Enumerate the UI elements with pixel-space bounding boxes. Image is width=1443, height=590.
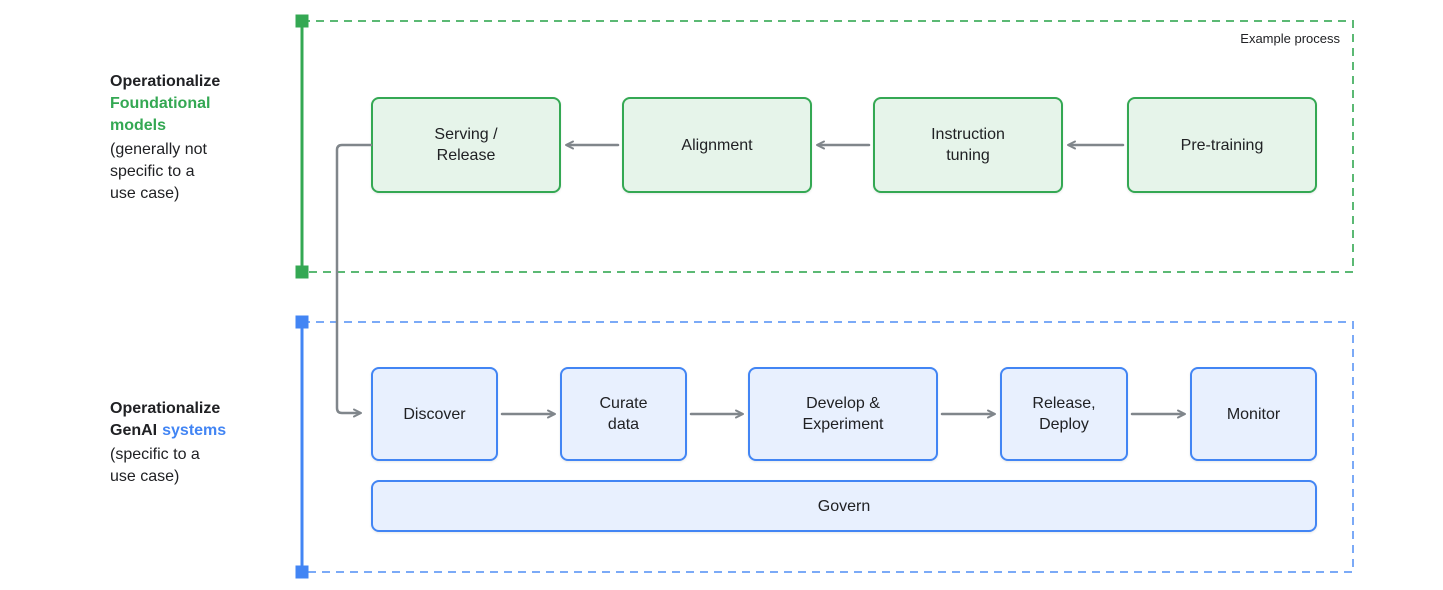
genai-lane-top-cap [295, 315, 309, 329]
stage-box-release-deploy: Release, Deploy [1000, 367, 1128, 461]
lane-connector-arrow [335, 143, 373, 418]
stage-box-monitor: Monitor [1190, 367, 1317, 461]
stage-box-serving-release: Serving / Release [371, 97, 561, 193]
foundational-lane-top-cap [295, 14, 309, 28]
foundational-lane-bottom-cap [295, 265, 309, 279]
foundational-lane-label: Operationalize Foundational models (gene… [110, 71, 295, 205]
genai-label-note: (specific to a use case) [110, 446, 200, 485]
foundational-label-title-green: Foundational models [110, 95, 211, 134]
stage-box-curate-data: Curate data [560, 367, 687, 461]
stage-box-instruction-tuning: Instruction tuning [873, 97, 1063, 193]
stage-box-pre-training: Pre-training [1127, 97, 1317, 193]
genai-label-title: Operationalize [110, 400, 221, 417]
example-process-note: Example process [1240, 31, 1340, 46]
genai-lane-bottom-cap [295, 565, 309, 579]
foundational-label-title: Operationalize [110, 73, 221, 90]
foundational-label-note: (generally not specific to a use case) [110, 141, 207, 202]
stage-box-develop-experiment: Develop & Experiment [748, 367, 938, 461]
genai-label-genai: GenAI [110, 422, 158, 439]
stage-box-discover: Discover [371, 367, 498, 461]
genai-label-systems: systems [162, 422, 227, 439]
govern-bar: Govern [371, 480, 1317, 532]
stage-box-alignment: Alignment [622, 97, 812, 193]
